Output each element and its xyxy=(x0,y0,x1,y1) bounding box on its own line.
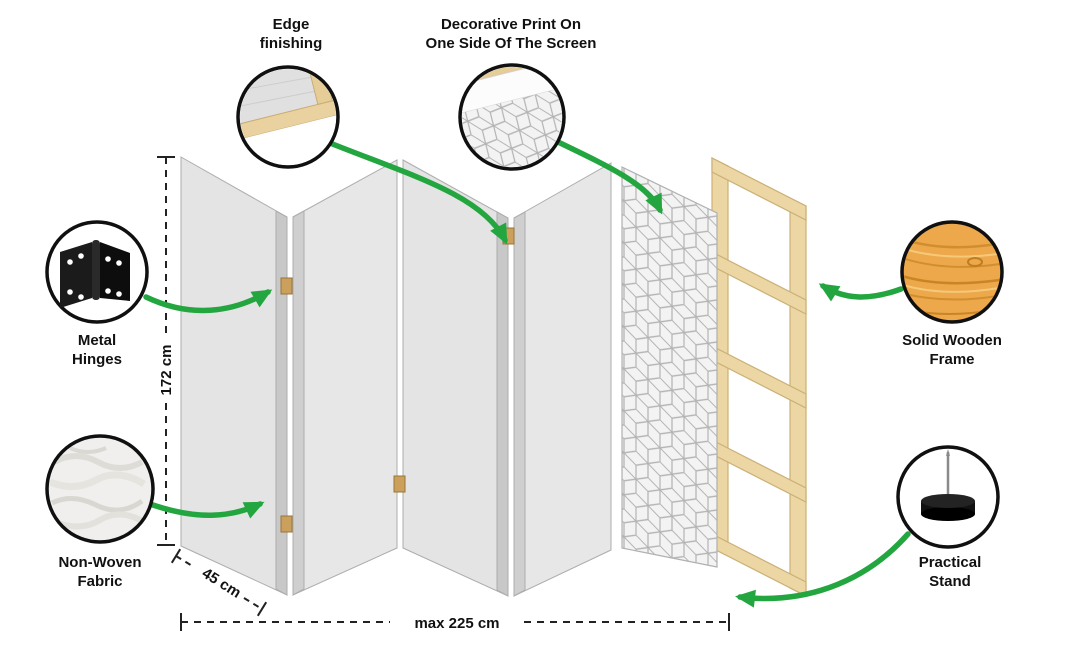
edge-finishing-label: Edge finishing xyxy=(211,16,371,54)
stand-icon xyxy=(921,449,975,521)
label-line: Hinges xyxy=(71,350,122,368)
edge-finishing-bubble xyxy=(236,65,340,169)
hinge-block xyxy=(393,475,406,493)
dimension-panel-width xyxy=(170,548,268,617)
non-woven-label: Non-Woven Fabric xyxy=(20,554,180,592)
arrow-edge-finishing xyxy=(327,140,508,245)
callout-arrows xyxy=(143,139,911,608)
screen-panel-1-edge xyxy=(275,210,288,596)
label-line: Frame xyxy=(929,350,975,368)
label-line: Decorative Print On xyxy=(440,16,582,33)
label-line: Non-Woven xyxy=(58,554,142,571)
dimension-max-width-label: max 225 cm xyxy=(414,615,499,632)
dimension-max-width xyxy=(180,613,730,631)
edge-finishing-icon xyxy=(240,69,336,165)
hinge-block xyxy=(280,515,293,533)
non-woven-icon xyxy=(49,446,146,530)
arrow-practical-stand xyxy=(735,531,911,608)
non-woven-bubble xyxy=(45,434,155,544)
decorative-print-label: Decorative Print On One Side Of The Scre… xyxy=(391,16,631,54)
metal-hinges-label: Metal Hinges xyxy=(37,332,157,370)
wooden-frame xyxy=(711,157,807,597)
screen-panel-2-edge xyxy=(292,210,305,596)
arrow-non-woven xyxy=(147,501,265,519)
screen-panel-2 xyxy=(292,159,398,596)
practical-stand-bubble xyxy=(896,445,1000,549)
label-line: Stand xyxy=(929,572,971,590)
label-line: One Side Of The Screen xyxy=(425,34,597,52)
hinge-blocks xyxy=(280,227,515,533)
solid-wooden-frame-bubble xyxy=(900,220,1004,324)
screen-panel-4 xyxy=(513,162,612,597)
arrow-wooden-frame xyxy=(818,283,904,302)
label-line: Fabric xyxy=(77,572,123,590)
label-line: Edge xyxy=(272,16,310,33)
decorative-print-bubble xyxy=(458,63,566,171)
metal-hinges-bubble xyxy=(45,220,149,324)
screen-panel-1 xyxy=(180,156,288,596)
printed-panel xyxy=(621,166,718,568)
metal-hinge-icon xyxy=(60,240,130,308)
label-line: Solid Wooden xyxy=(902,332,1002,349)
hinge-block xyxy=(280,277,293,295)
label-line: Metal xyxy=(77,332,117,349)
screen-panel-4-edge xyxy=(513,211,526,597)
practical-stand-label: Practical Stand xyxy=(880,554,1020,592)
screen-panels xyxy=(180,156,612,597)
wood-texture-icon xyxy=(904,238,1000,315)
arrow-decorative-print xyxy=(555,139,663,215)
screen-panel-3-edge xyxy=(496,211,509,597)
dimension-height-label: 172 cm xyxy=(158,345,175,396)
arrow-metal-hinges xyxy=(143,289,273,314)
solid-wooden-frame-label: Solid Wooden Frame xyxy=(872,332,1032,370)
label-line: Practical xyxy=(918,554,982,571)
label-line: finishing xyxy=(259,34,323,52)
